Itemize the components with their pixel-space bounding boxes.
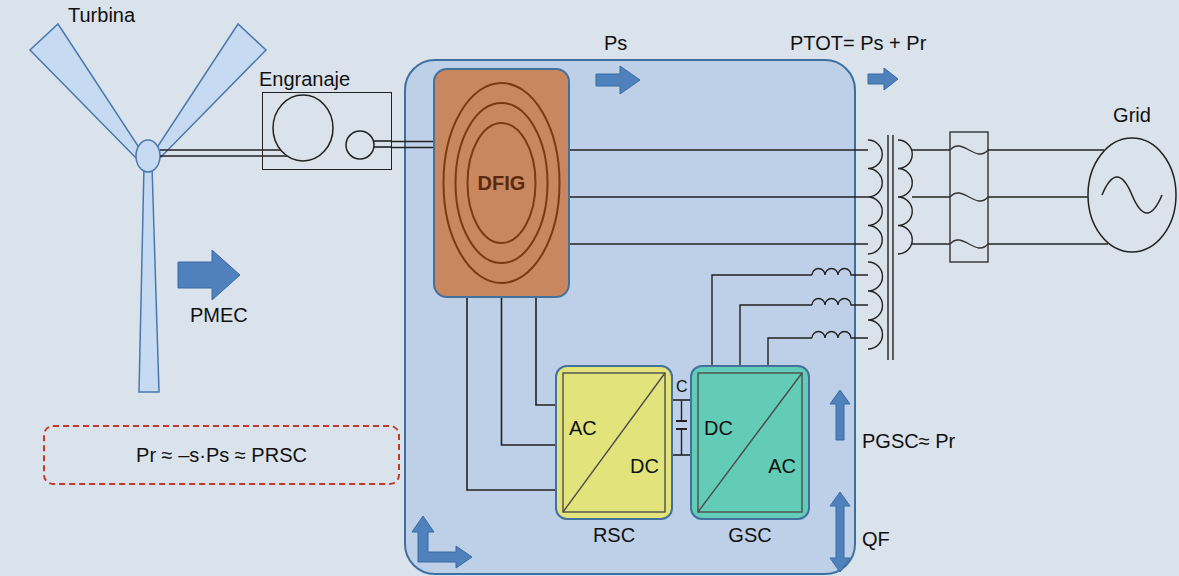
dc-link	[673, 400, 690, 401]
gear-symbol	[346, 131, 374, 159]
grid-label: Grid	[1113, 104, 1151, 127]
converter-side-label: AC	[569, 417, 597, 440]
capacitor-symbol	[676, 420, 687, 422]
stator-wire	[570, 196, 868, 197]
power-label: Ps	[604, 32, 627, 55]
gsc-wire	[740, 305, 812, 365]
component-label: Turbina	[68, 4, 135, 27]
converter-box: DCACGSC	[690, 365, 810, 520]
inductor-symbol	[812, 332, 868, 338]
grid-wire	[912, 196, 950, 197]
generator-label: DFIG	[478, 172, 526, 195]
converter-name: RSC	[593, 524, 635, 547]
sine-symbol	[1102, 177, 1162, 213]
turbine-blade	[139, 166, 159, 392]
conv-shape	[557, 367, 671, 518]
shaft-line	[160, 155, 287, 157]
power-label: PMEC	[190, 304, 248, 327]
converter-symbol	[698, 373, 802, 512]
capacitor-symbol	[681, 400, 682, 421]
gsc-wire	[768, 338, 812, 365]
gsc-wire	[712, 275, 812, 365]
grid-wire	[912, 149, 950, 150]
turbine-blade	[30, 24, 140, 158]
inductor-symbol	[812, 269, 868, 276]
turbine-blade	[156, 24, 266, 158]
converter-side-label: DC	[704, 417, 733, 440]
converter-name: GSC	[728, 524, 771, 547]
shaft-line	[392, 141, 433, 143]
converter-panel	[405, 60, 855, 574]
rotor-wire	[502, 298, 556, 445]
transformer-core	[892, 135, 893, 360]
transformer-winding	[868, 262, 883, 349]
grid-wire	[988, 243, 1108, 244]
gearbox-label: Engranaje	[259, 68, 350, 91]
power-label: PTOT= Ps + Pr	[790, 32, 926, 55]
converter-symbol	[563, 373, 665, 512]
capacitor-label: C	[676, 378, 688, 396]
shaft-line	[392, 147, 433, 149]
grid-wire	[988, 149, 1104, 150]
shaft-line	[374, 140, 391, 142]
grid-wire	[912, 243, 950, 244]
winding-symbol	[444, 83, 560, 283]
power-arrow	[596, 66, 640, 94]
breaker-symbol	[950, 240, 988, 248]
converter-box: ACDCRSC	[555, 365, 673, 520]
gear-shape	[263, 93, 391, 169]
shaft-line	[374, 146, 391, 148]
power-arrow	[868, 68, 898, 90]
transformer-core	[887, 135, 888, 360]
reactive-power-arrow	[830, 492, 850, 572]
converter-side-label: DC	[630, 455, 659, 478]
breaker-symbol	[950, 193, 988, 201]
power-label: PGSC≈ Pr	[862, 430, 955, 453]
transformer-winding	[898, 140, 912, 254]
bidirectional-arrow	[412, 516, 472, 568]
rotor-wire	[467, 298, 555, 490]
generator-box: DFIG	[433, 68, 570, 298]
breaker-symbol	[950, 146, 988, 154]
formula-text: Pr ≈ –s·Ps ≈ PRSC	[136, 444, 307, 467]
breaker-symbol	[950, 132, 988, 262]
conv-shape	[692, 367, 808, 518]
shaft-line	[392, 142, 433, 148]
rotor-wire	[502, 298, 556, 445]
winding-symbol	[468, 123, 536, 243]
gearbox-box: Engranaje	[262, 92, 392, 170]
converter-symbol	[698, 373, 802, 512]
inductor-symbol	[812, 299, 868, 305]
converter-symbol	[563, 373, 665, 512]
power-arrow	[830, 390, 850, 440]
stator-wire	[570, 149, 868, 150]
formula-box: Pr ≈ –s·Ps ≈ PRSC	[43, 425, 400, 485]
stator-wire	[570, 243, 868, 244]
power-label: QF	[862, 528, 890, 551]
transformer-winding	[868, 140, 882, 254]
turbine-hub	[136, 140, 160, 172]
power-arrow	[178, 250, 240, 300]
capacitor-symbol	[681, 429, 682, 455]
grid-wire	[988, 196, 1088, 197]
dc-link	[673, 399, 690, 401]
gear-symbol	[273, 95, 333, 161]
grid-source: Grid	[1087, 137, 1177, 253]
rotor-wire	[536, 298, 555, 405]
source-circle	[1088, 138, 1176, 252]
winding-symbol	[456, 103, 548, 263]
grid-shape	[1087, 137, 1177, 253]
converter-side-label: AC	[768, 455, 796, 478]
